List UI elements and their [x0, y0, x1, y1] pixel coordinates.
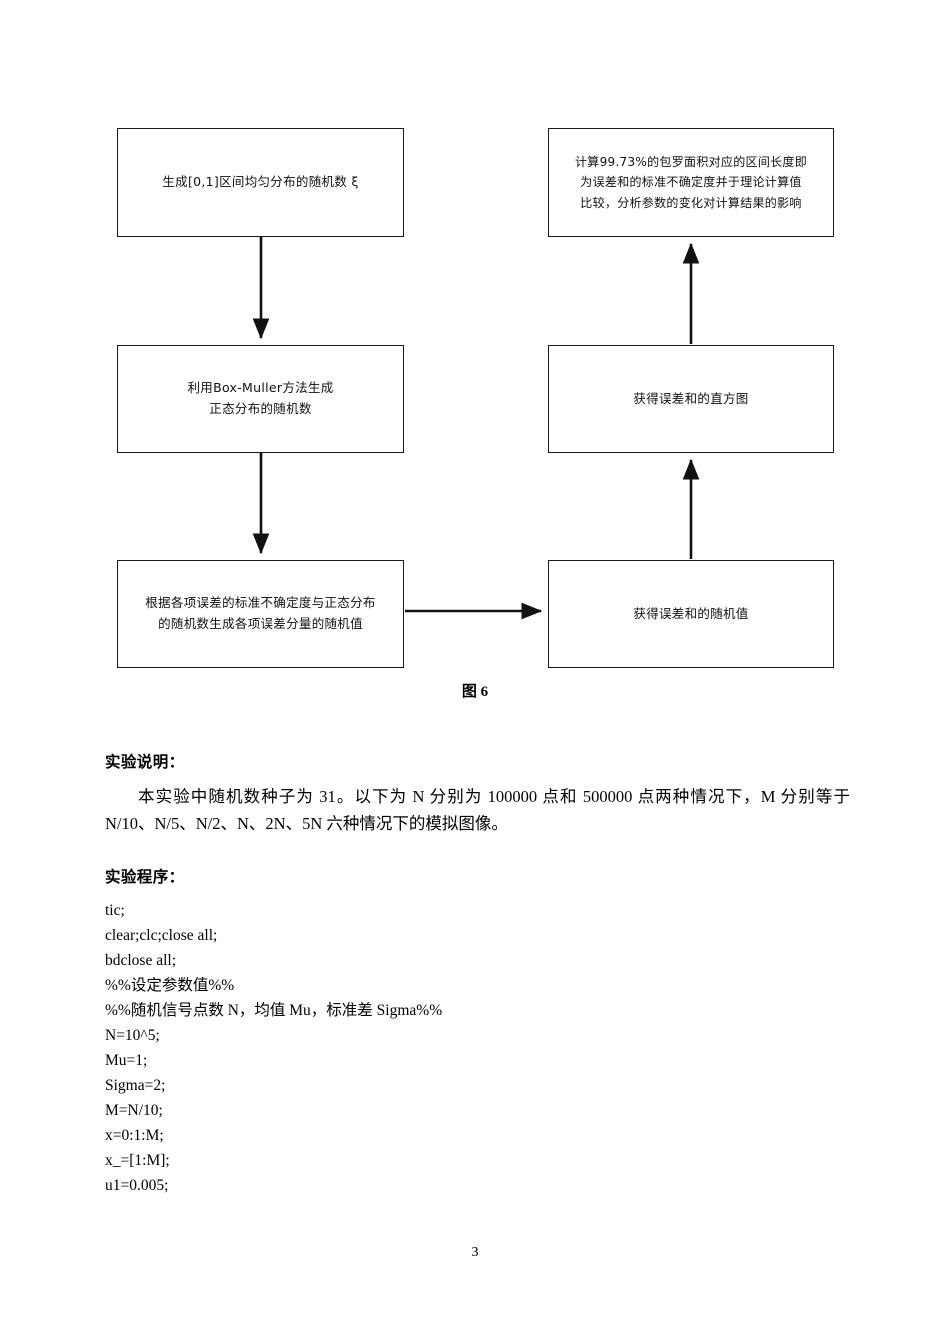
- code-line: Mu=1;: [105, 1052, 148, 1070]
- flowchart-node-label: 获得误差和的直方图: [633, 390, 749, 406]
- flowchart-node-label: 根据各项误差的标准不确定度与正态分布 的随机数生成各项误差分量的随机值: [145, 595, 376, 631]
- page-number: 3: [471, 1245, 479, 1260]
- code-block-experiment-program: tic; clear;clc;close all; bdclose all; %…: [105, 899, 850, 1199]
- flowchart-connectors: [252, 237, 700, 620]
- heading-experiment-program: 实验程序：: [105, 868, 185, 887]
- flowchart-node-label: 生成[0,1]区间均匀分布的随机数 ξ: [162, 174, 359, 190]
- code-line: bdclose all;: [105, 952, 177, 970]
- figure-caption: 图 6: [461, 684, 489, 700]
- code-line: Sigma=2;: [105, 1077, 166, 1095]
- flowchart-node-box-muller: 利用Box-Muller方法生成 正态分布的随机数: [117, 345, 404, 453]
- code-line: x_=[1:M];: [105, 1152, 170, 1170]
- code-line: %%设定参数值%%: [105, 977, 235, 995]
- code-line: M=N/10;: [105, 1102, 163, 1120]
- flowchart-node-error-sum-random: 获得误差和的随机值: [548, 560, 834, 668]
- flowchart-node-compute-coverage: 计算99.73%的包罗面积对应的区间长度即 为误差和的标准不确定度并于理论计算值…: [548, 128, 834, 237]
- document-body: 实验说明： 本实验中随机数种子为 31。以下为 N 分别为 100000 点和 …: [105, 750, 850, 1199]
- flowchart-node-generate-uniform: 生成[0,1]区间均匀分布的随机数 ξ: [117, 128, 404, 237]
- flowchart-node-error-components: 根据各项误差的标准不确定度与正态分布 的随机数生成各项误差分量的随机值: [117, 560, 404, 668]
- code-line: %%随机信号点数 N，均值 Mu，标准差 Sigma%%: [105, 1002, 443, 1020]
- flowchart-node-label: 计算99.73%的包罗面积对应的区间长度即 为误差和的标准不确定度并于理论计算值…: [574, 154, 808, 210]
- flowchart-node-label: 利用Box-Muller方法生成 正态分布的随机数: [187, 380, 334, 416]
- code-line: clear;clc;close all;: [105, 927, 218, 945]
- section-spacer: [105, 843, 850, 865]
- code-line: x=0:1:M;: [105, 1127, 164, 1145]
- paragraph-experiment-note: 本实验中随机数种子为 31。以下为 N 分别为 100000 点和 500000…: [105, 787, 850, 833]
- code-line: tic;: [105, 902, 125, 920]
- flowchart-node-histogram: 获得误差和的直方图: [548, 345, 834, 453]
- code-line: N=10^5;: [105, 1027, 160, 1045]
- code-line: u1=0.005;: [105, 1177, 169, 1195]
- flowchart-node-label: 获得误差和的随机值: [633, 605, 749, 621]
- flowchart-figure: 生成[0,1]区间均匀分布的随机数 ξ 利用Box-Muller方法生成 正态分…: [117, 128, 834, 700]
- heading-experiment-note: 实验说明：: [105, 753, 185, 771]
